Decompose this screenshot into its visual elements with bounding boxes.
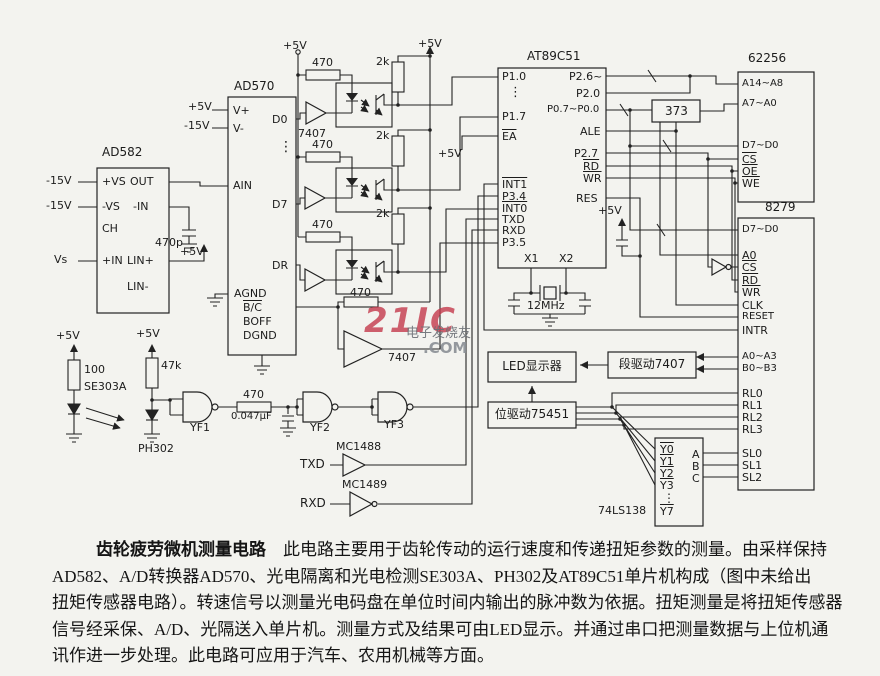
inverter-bubble-icon (406, 403, 414, 411)
nand-gate-yf3-icon (377, 391, 408, 423)
caption-title: 齿轮疲劳微机测量电路 (96, 540, 266, 559)
arrow-icons (70, 46, 704, 394)
ad570-box (227, 96, 297, 356)
kbd-8279-box (737, 217, 815, 491)
at89c51-box (497, 67, 607, 269)
resistor-470-icon (236, 401, 272, 413)
crystal-icon (543, 286, 557, 300)
caption-line-5: 讯作进一步处理。此电路可应用于汽车、农用机械等方面。 (52, 646, 494, 665)
sram-62256-box (737, 71, 815, 203)
vcc-arrow-icon (618, 218, 626, 226)
resistor-47k-icon (145, 357, 159, 389)
junction-dots (150, 49, 737, 427)
optocoupler-icons (336, 83, 392, 294)
optocoupler-icon (336, 168, 392, 212)
vcc-arrow-icon (70, 344, 78, 352)
ad582-box (96, 167, 170, 314)
decoder-74ls138-box (654, 437, 704, 527)
wires (66, 54, 738, 505)
buffer-7407-icon (304, 267, 327, 293)
caption-line-1: 齿轮疲劳微机测量电路 此电路主要用于齿轮传动的运行速度和传递扭矩参数的测量。由采… (52, 537, 838, 564)
diode-icons (67, 403, 159, 430)
segment-driver-box (607, 351, 697, 379)
vcc-arrow-icon (426, 46, 434, 54)
inverter-bubble-icon (371, 500, 378, 508)
emission-arrow-icon (85, 417, 121, 430)
photodiode-ph302-icon (145, 409, 159, 422)
led-se303a-icon (67, 403, 81, 416)
inverter-icon (711, 257, 728, 277)
buffer-7407-icon (305, 100, 328, 126)
caption-block: 齿轮疲劳微机测量电路 此电路主要用于齿轮传动的运行速度和传递扭矩参数的测量。由采… (52, 537, 843, 670)
resistor-2k-icon (391, 61, 405, 93)
digit-driver-box (487, 401, 577, 429)
resistor-100-icon (67, 359, 81, 391)
latch-373-box (651, 99, 701, 123)
buffer-7407-icon (304, 185, 327, 211)
nand-gate-yf1-icon (182, 391, 213, 423)
buffer-7407-icon (343, 330, 384, 368)
emission-arrow-icon (85, 407, 125, 422)
bus-arrow-icon (696, 353, 704, 361)
resistor-470-icon (305, 231, 341, 243)
ground-icon (181, 243, 197, 253)
led-display-box (487, 351, 577, 383)
optocoupler-icon (336, 250, 392, 294)
caption-line-4: 信号经采保、A/D、光隔送入单片机。测量方式及结果可由LED显示。并通过串口把测… (52, 619, 829, 639)
caption-text: 此电路主要用于齿轮传动的运行速度和传递扭矩参数的测量。由采样保持 (266, 540, 827, 559)
bus-arrow-icon (696, 365, 704, 373)
resistor-icons (67, 61, 405, 413)
caption-line-2: AD582、A/D转换器AD570、光电隔离和光电检测SE303A、PH302及… (52, 566, 812, 586)
terminal-icon (295, 49, 301, 55)
bus-arrow-icon (528, 386, 536, 394)
vcc-arrow-icon (148, 344, 156, 352)
inverter-bubble-icon (331, 403, 339, 411)
mc1489-receiver-icon (349, 490, 374, 518)
resistor-470-icon (305, 69, 341, 81)
resistor-2k-icon (391, 135, 405, 167)
resistor-470-icon (305, 151, 341, 163)
bus-arrow-icon (580, 361, 588, 369)
caption-line-3: 扭矩传感器电路）。转速信号以测量光电码盘在单位时间内输出的脉冲数为依据。扭矩测量… (52, 593, 843, 612)
optocoupler-icon (336, 83, 392, 127)
component-boxes (96, 67, 815, 527)
vcc-arrow-icon (200, 244, 208, 252)
inverter-bubble-icon (211, 403, 219, 411)
mc1488-driver-icon (342, 453, 367, 477)
resistor-470-icon (343, 296, 379, 308)
nand-gate-yf2-icon (302, 391, 333, 423)
resistor-2k-icon (391, 213, 405, 245)
